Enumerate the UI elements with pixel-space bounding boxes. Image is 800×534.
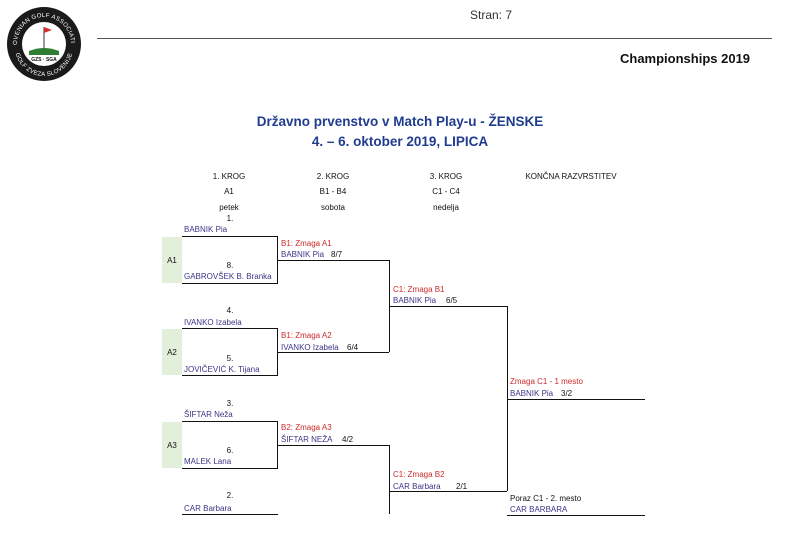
header-divider [97,38,772,39]
player-name: BABNIK Pia [393,296,437,305]
match-score: 2/1 [456,482,468,491]
match-score: 8/7 [331,250,343,259]
final-result: Zmaga C1 - 1 mesto [510,377,583,386]
player-name: IVANKO Izabela [281,343,339,352]
bracket-line [277,421,278,468]
seed-number: 3. [226,399,234,408]
bracket-line [182,236,278,237]
bracket-line [389,491,507,492]
col-round1-title: 1. KROG [212,172,246,181]
player-name: BABNIK Pia [184,225,228,234]
bracket-line [182,421,278,422]
bracket-line [389,445,390,514]
match-result: B1: Zmaga A1 [281,239,332,248]
bracket-line [507,306,508,491]
final-score: 3/2 [561,389,573,398]
page-title: Državno prvenstvo v Match Play-u - ŽENSK… [256,114,544,129]
bracket-line [278,445,389,446]
match-result: C1: Zmaga B1 [393,285,445,294]
seed-number: 4. [226,306,234,315]
bracket-line [182,468,278,469]
match-result: C1: Zmaga B2 [393,470,445,479]
bracket-line [507,515,645,516]
col-final-title: KONČNA RAZVRSTITEV [525,172,617,181]
col-round3-title: 3. KROG [429,172,463,181]
player-name: ŠIFTAR Neža [184,410,233,419]
seed-number: 6. [226,446,234,455]
bracket-line [182,328,278,329]
group-label-a1: A1 [162,237,182,283]
player-name: IVANKO Izabela [184,318,242,327]
page-subtitle: 4. – 6. oktober 2019, LIPICA [311,134,489,149]
final-runner-up-label: Poraz C1 - 2. mesto [510,494,582,503]
player-name: MALEK Lana [184,457,232,466]
player-name: CAR Barbara [184,504,232,513]
bracket-line [278,260,389,261]
col-round3-day: nedelja [433,203,459,212]
col-round3-codes: C1 - C4 [432,187,460,196]
group-label-a3: A3 [162,422,182,468]
col-round1-day: petek [219,203,239,212]
col-round1-codes: A1 [224,187,234,196]
player-name: GABROVŠEK B. Branka [184,272,272,281]
player-name: ŠIFTAR NEŽA [281,435,333,444]
match-score: 6/4 [347,343,359,352]
player-name: CAR Barbara [393,482,441,491]
group-label-a2: A2 [162,329,182,375]
seed-number: 8. [226,261,234,270]
player-name: BABNIK Pia [281,250,325,259]
bracket-line [277,236,278,283]
final-player-name: CAR BARBARA [510,505,568,514]
association-logo: SLOVENIAN GOLF ASSOCIATION GOLF ZVEZA SL… [3,1,83,83]
seed-number: 1. [226,214,234,223]
seed-number: 2. [226,491,234,500]
championship-label: Championships 2019 [620,51,751,66]
bracket-line [182,283,278,284]
match-score: 4/2 [342,435,354,444]
svg-text:GZS · SGA: GZS · SGA [31,57,57,63]
bracket-line [389,306,507,307]
page-number: Stran: 7 [470,8,513,22]
col-round2-title: 2. KROG [316,172,350,181]
bracket-line [278,352,389,353]
match-result: B2: Zmaga A3 [281,423,332,432]
bracket-line [507,399,645,400]
player-name: JOVIČEVIĆ K. Tijana [184,365,260,374]
match-result: B1: Zmaga A2 [281,331,332,340]
bracket-line [277,328,278,375]
col-round2-day: sobota [320,203,346,212]
bracket-line [182,375,278,376]
match-score: 6/5 [446,296,458,305]
col-round2-codes: B1 - B4 [319,187,347,196]
bracket-line [182,514,278,515]
seed-number: 5. [226,354,234,363]
final-player-name: BABNIK Pia [510,389,554,398]
